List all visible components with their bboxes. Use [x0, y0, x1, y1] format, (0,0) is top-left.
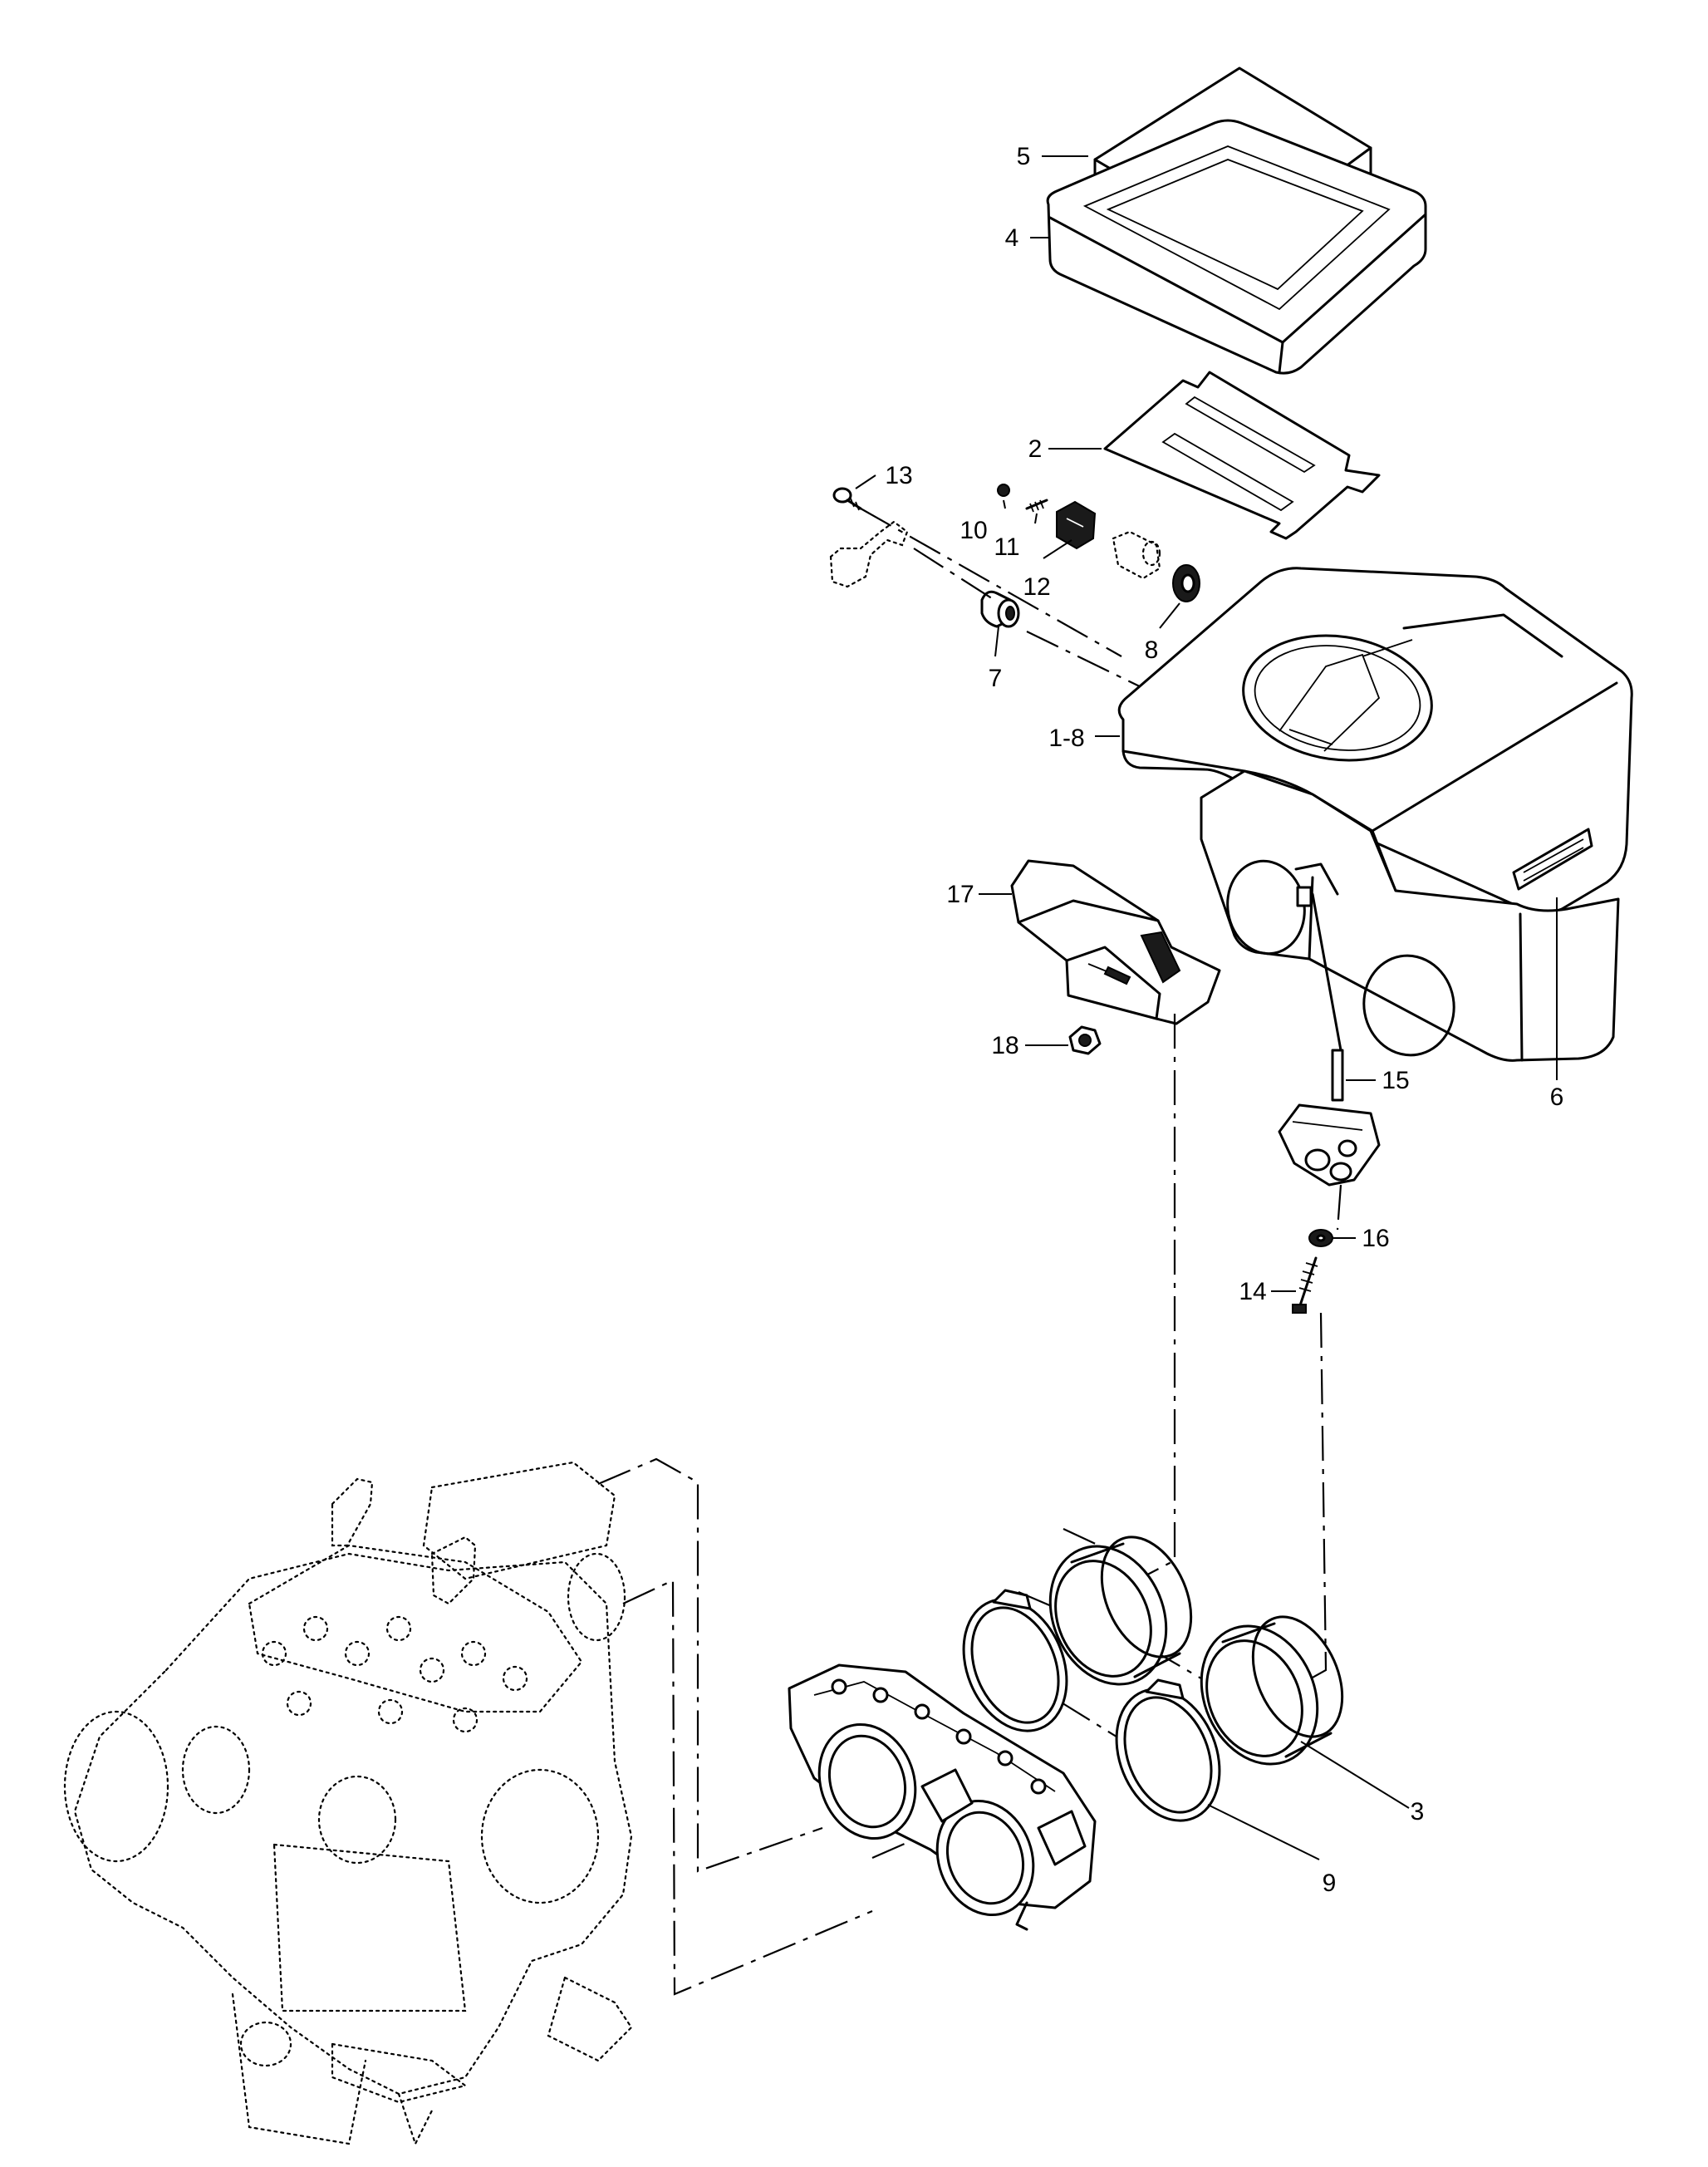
- callout-6: 6: [1550, 1084, 1564, 1111]
- part-2-plate: [1103, 371, 1381, 540]
- part-3-duct-upper: [1048, 1536, 1193, 1686]
- part-11-bolt: [1025, 499, 1048, 513]
- part-10-nut: [997, 484, 1010, 497]
- part-16-washer: [1308, 1229, 1333, 1247]
- part-13-screw: [832, 487, 862, 511]
- callout-3: 3: [1411, 1798, 1425, 1825]
- bracket-dotted: [829, 520, 909, 588]
- assembly-line-hardware-2: [913, 548, 1147, 690]
- callout-14: 14: [1239, 1278, 1266, 1305]
- callout-10: 10: [960, 517, 987, 544]
- callout-13: 13: [885, 462, 912, 489]
- coupler-dotted: [1112, 530, 1161, 580]
- part-17-silencer: [1010, 859, 1221, 1025]
- callout-18: 18: [991, 1032, 1018, 1059]
- part-3-duct-lower: [1200, 1615, 1344, 1766]
- part-1-8-airbox: [1117, 567, 1633, 1062]
- callout-2: 2: [1028, 435, 1043, 463]
- callout-9: 9: [1323, 1870, 1337, 1897]
- callout-8: 8: [1145, 636, 1159, 664]
- callout-1-8: 1-8: [1048, 725, 1084, 752]
- callout-15: 15: [1382, 1067, 1409, 1094]
- throttle-body: [788, 1663, 1097, 1931]
- part-7-grommet: [980, 590, 1020, 628]
- part-15-pin: [1331, 1049, 1344, 1102]
- callout-labels: 5 4 2 13 10 11 12 8 7 1-8 17 18 15 6 16 …: [885, 143, 1563, 1897]
- part-9-clamp-lower: [1115, 1678, 1221, 1822]
- leader-lines: [855, 155, 1558, 1860]
- callout-11: 11: [994, 533, 1019, 561]
- part-4-filter-frame: [1046, 119, 1427, 375]
- callout-7: 7: [989, 665, 1003, 692]
- part-18-nut: [1068, 1025, 1102, 1055]
- part-6-label: [1512, 828, 1593, 891]
- part-8-grommet: [1172, 564, 1200, 602]
- part-9-clamp-upper: [962, 1589, 1068, 1732]
- callout-16: 16: [1362, 1225, 1389, 1252]
- callout-5: 5: [1017, 143, 1031, 170]
- part-14-bolt: [1292, 1256, 1318, 1314]
- assembly-line-hardware: [860, 508, 1122, 657]
- part-12-connector: [1056, 500, 1097, 550]
- valve-block: [1278, 1103, 1381, 1187]
- engine-dotted: [63, 1461, 633, 2146]
- callout-4: 4: [1005, 224, 1019, 252]
- callout-12: 12: [1023, 573, 1050, 601]
- callout-17: 17: [946, 881, 974, 908]
